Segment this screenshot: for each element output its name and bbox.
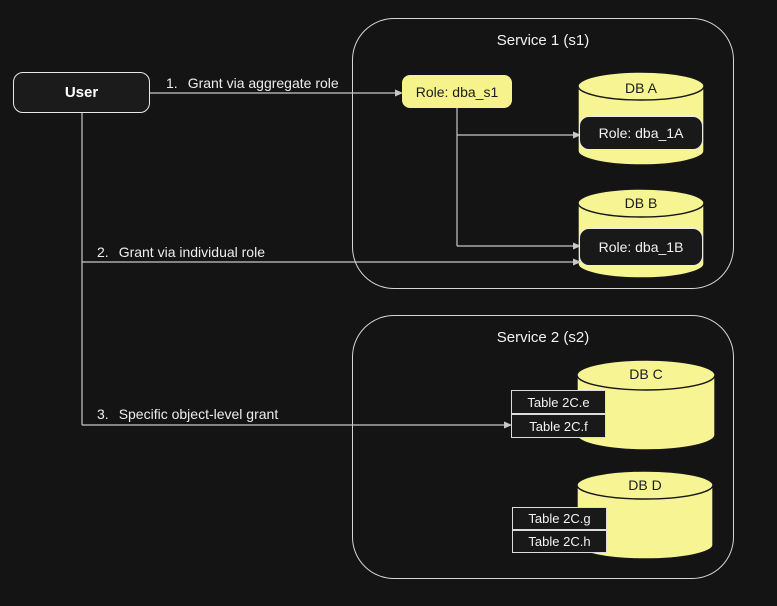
table-2cf-box: Table 2C.f xyxy=(511,414,606,438)
user-label: User xyxy=(64,84,99,101)
arrow-2-label: 2. Grant via individual role xyxy=(97,244,265,260)
role-dba-s1-box: Role: dba_s1 xyxy=(402,75,512,108)
arrow-3-number: 3. xyxy=(97,406,109,422)
table-2ch-box: Table 2C.h xyxy=(512,530,607,553)
table-2ce-box: Table 2C.e xyxy=(511,390,606,414)
user-box: User xyxy=(13,72,150,113)
db-d-label: DB D xyxy=(628,477,662,493)
table-2cg-label: Table 2C.g xyxy=(528,511,591,526)
arrow-1-number: 1. xyxy=(166,75,178,91)
arrow-2-text: Grant via individual role xyxy=(118,244,265,260)
role-dba-1a-label: Role: dba_1A xyxy=(598,125,684,141)
service2-title: Service 2 (s2) xyxy=(496,329,590,346)
service2-container: Service 2 (s2) xyxy=(352,315,734,579)
role-dba-1b-box: Role: dba_1B xyxy=(579,228,703,266)
role-dba-1b-label: Role: dba_1B xyxy=(598,239,684,255)
arrow-1-label: 1. Grant via aggregate role xyxy=(166,75,339,91)
table-2cf-label: Table 2C.f xyxy=(529,418,588,434)
arrow-3-label: 3. Specific object-level grant xyxy=(97,406,278,422)
table-2cg-box: Table 2C.g xyxy=(512,507,607,530)
arrow-3-text: Specific object-level grant xyxy=(118,406,279,422)
arrow-2-number: 2. xyxy=(97,244,109,260)
table-2ce-label: Table 2C.e xyxy=(527,394,590,410)
db-a-label: DB A xyxy=(625,80,657,96)
arrow-1-text: Grant via aggregate role xyxy=(187,75,339,91)
table-2ch-label: Table 2C.h xyxy=(528,534,591,549)
db-c-cylinder-icon xyxy=(576,359,716,451)
role-dba-1a-box: Role: dba_1A xyxy=(579,116,703,150)
db-d-cylinder-icon xyxy=(576,470,714,560)
db-b-label: DB B xyxy=(624,195,658,211)
service1-container: Service 1 (s1) xyxy=(352,18,734,289)
db-c-label: DB C xyxy=(629,366,663,382)
service1-title: Service 1 (s1) xyxy=(496,32,590,49)
role-dba-s1-label: Role: dba_s1 xyxy=(415,83,499,100)
